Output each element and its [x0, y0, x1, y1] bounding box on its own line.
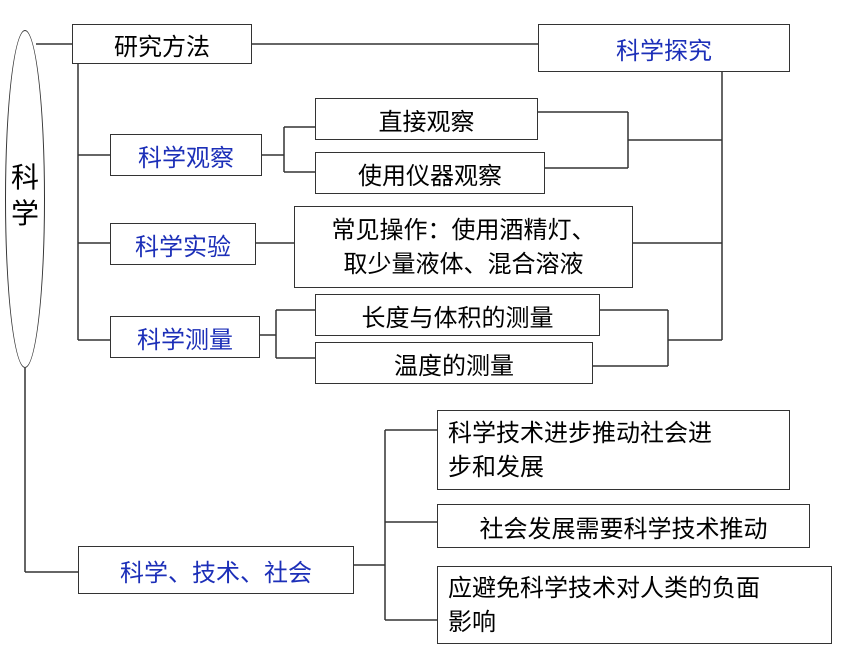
node-sts-avoid: 应避免科学技术对人类的负面 影响: [437, 566, 832, 644]
node-label: 长度与体积的测量: [361, 303, 554, 332]
node-sts-needs: 社会发展需要科学技术推动: [437, 504, 810, 548]
root-label: 科 学: [5, 160, 45, 232]
node-temperature: 温度的测量: [315, 342, 593, 384]
node-label: 温度的测量: [394, 351, 514, 380]
node-sts: 科学、技术、社会: [78, 546, 354, 594]
node-label-line: 科学技术进步推动社会进: [448, 419, 712, 447]
node-common-operations: 常见操作：使用酒精灯、 取少量液体、混合溶液: [294, 206, 633, 288]
node-label: 社会发展需要科学技术推动: [479, 514, 768, 543]
node-label-line: 常见操作：使用酒精灯、: [331, 216, 596, 244]
node-label-line: 影响: [448, 608, 496, 636]
node-sts-progress: 科学技术进步推动社会进 步和发展: [437, 410, 790, 490]
node-direct-observation: 直接观察: [315, 98, 538, 140]
root-ellipse: [5, 30, 45, 368]
node-label: 科学、技术、社会: [120, 558, 312, 587]
root-char: 学: [10, 197, 39, 230]
node-label-line: 应避免科学技术对人类的负面: [448, 574, 760, 602]
node-instrument-observation: 使用仪器观察: [315, 152, 545, 194]
node-label: 科学测量: [137, 325, 233, 354]
node-label: 直接观察: [378, 107, 475, 136]
root-char: 科: [10, 161, 39, 194]
node-science-inquiry: 科学探究: [538, 24, 790, 72]
node-label-line: 步和发展: [448, 453, 544, 481]
node-label: 科学探究: [616, 36, 712, 65]
node-label: 科学观察: [138, 143, 234, 172]
node-label: 科学实验: [135, 232, 231, 261]
node-research-method: 研究方法: [72, 24, 252, 64]
node-observation: 科学观察: [110, 134, 262, 176]
node-length-volume: 长度与体积的测量: [315, 294, 600, 336]
node-label: 研究方法: [114, 32, 210, 61]
node-label-line: 取少量液体、混合溶液: [343, 250, 584, 278]
node-measurement: 科学测量: [110, 316, 260, 358]
node-label: 使用仪器观察: [358, 161, 502, 190]
node-experiment: 科学实验: [110, 223, 256, 265]
